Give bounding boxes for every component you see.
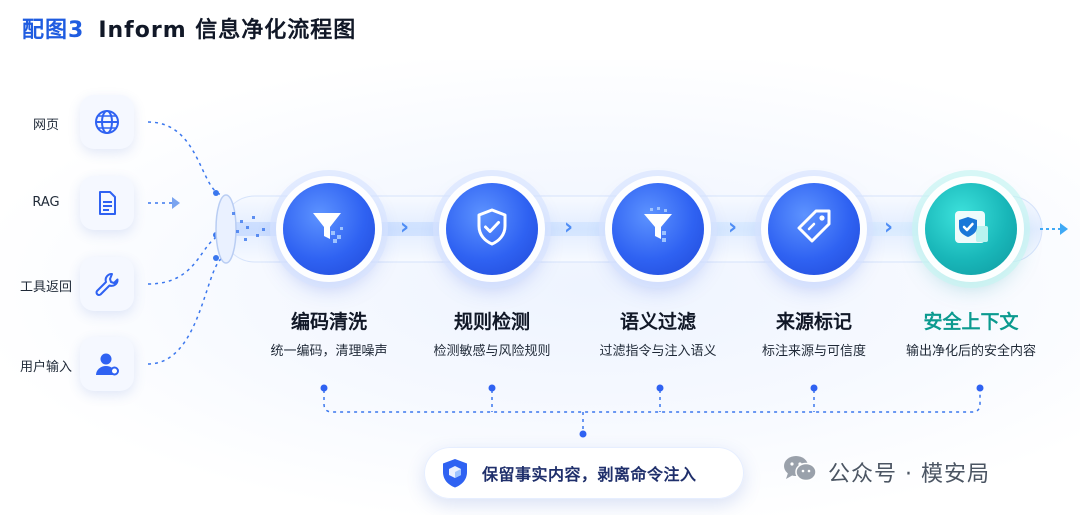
watermark-text: 公众号 · 模安局 bbox=[828, 462, 990, 487]
globe-icon bbox=[80, 95, 134, 149]
summary-text: 保留事实内容，剥离命令注入 bbox=[482, 465, 697, 484]
funnel-icon bbox=[636, 205, 680, 253]
user-icon bbox=[80, 337, 134, 391]
flow-arrow-4: › bbox=[884, 215, 894, 240]
stage-safe-context-node bbox=[925, 183, 1017, 275]
stage-semantic-node bbox=[612, 183, 704, 275]
source-label-rag: RAG bbox=[32, 195, 60, 210]
source-label-user: 用户输入 bbox=[19, 360, 72, 375]
stage-encoding-desc: 统一编码，清理噪声 bbox=[270, 344, 388, 359]
flow-arrow-3: › bbox=[728, 215, 738, 240]
stage-semantic-title: 语义过滤 bbox=[619, 311, 696, 333]
stage-semantic-desc: 过滤指令与注入语义 bbox=[599, 344, 717, 359]
stage-encoding-title: 编码清洗 bbox=[290, 311, 367, 333]
background bbox=[0, 60, 1080, 515]
stage-source-desc: 标注来源与可信度 bbox=[761, 344, 866, 359]
shield-check-icon bbox=[470, 205, 514, 253]
summary-pill: 保留事实内容，剥离命令注入 bbox=[424, 447, 744, 499]
flow-arrow-1: › bbox=[400, 215, 410, 240]
figure-number: 配图3 bbox=[22, 18, 85, 43]
stage-encoding-node bbox=[283, 183, 375, 275]
stage-rule-desc: 检测敏感与风险规则 bbox=[433, 344, 551, 359]
page-title: 配图3 Inform 信息净化流程图 bbox=[22, 12, 356, 44]
shield-icon bbox=[438, 456, 472, 490]
watermark: 公众号 · 模安局 bbox=[782, 454, 990, 490]
stage-rule-title: 规则检测 bbox=[453, 311, 530, 333]
stage-rule-node bbox=[446, 183, 538, 275]
stage-source-node bbox=[768, 183, 860, 275]
flow-arrow-2: › bbox=[564, 215, 574, 240]
wechat-icon bbox=[782, 454, 818, 490]
shield-document-icon bbox=[948, 204, 994, 254]
source-label-tool: 工具返回 bbox=[19, 280, 72, 295]
funnel-icon bbox=[307, 205, 351, 253]
title-text: Inform 信息净化流程图 bbox=[98, 18, 357, 43]
tag-icon bbox=[792, 205, 836, 253]
wrench-icon bbox=[80, 257, 134, 311]
stage-safe-context-desc: 输出净化后的安全内容 bbox=[905, 344, 1036, 359]
stage-safe-context-title: 安全上下文 bbox=[923, 311, 1019, 333]
stage-source-title: 来源标记 bbox=[775, 311, 852, 333]
source-label-web: 网页 bbox=[32, 118, 59, 133]
document-icon bbox=[80, 176, 134, 230]
